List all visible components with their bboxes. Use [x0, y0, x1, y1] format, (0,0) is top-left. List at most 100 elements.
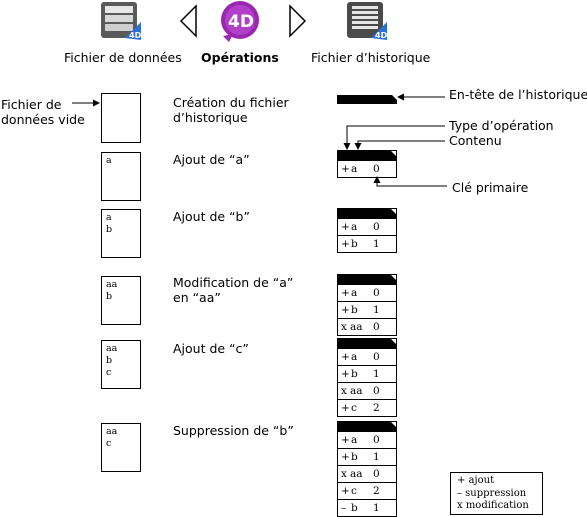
- log-primary-key: 0: [373, 468, 380, 480]
- log-operation-type: x: [341, 468, 347, 480]
- log-primary-key: 1: [373, 502, 380, 514]
- log-operation-type: x: [341, 385, 347, 397]
- data-record: aa: [106, 279, 118, 290]
- log-operation-type: +: [341, 402, 350, 414]
- log-file-label: Fichier d’historique: [311, 50, 431, 65]
- log-primary-key: 0: [373, 287, 380, 299]
- legend: + ajout – suppression x modification: [450, 472, 543, 515]
- data-record: a: [106, 155, 112, 166]
- data-record: b: [106, 355, 113, 366]
- log-operation-type: –: [341, 502, 347, 514]
- log-primary-key: 0: [373, 385, 380, 397]
- log-content: a: [351, 434, 358, 446]
- legend-delete: – suppression: [457, 487, 527, 499]
- operation-label-line: Ajout de “c”: [173, 341, 249, 356]
- log-content: c: [351, 402, 357, 414]
- data-record: b: [106, 224, 113, 235]
- log-operation-type: +: [341, 221, 350, 233]
- operation-label-line: Ajout de “b”: [173, 209, 250, 224]
- log-entry: +a 0: [338, 431, 396, 448]
- log-content: a: [351, 221, 358, 233]
- log-primary-key: 0: [373, 434, 380, 446]
- data-record: aa: [106, 343, 118, 354]
- log-content: aa: [350, 385, 363, 397]
- log-primary-key: 0: [373, 163, 380, 175]
- log-entry: +c 2: [338, 399, 396, 416]
- svg-text:4D: 4D: [228, 12, 254, 32]
- operation-label-line: Modification de “a”: [173, 275, 294, 290]
- log-file-icon[interactable]: 4D: [345, 0, 389, 42]
- log-operation-type: +: [341, 163, 350, 175]
- operation-label: Ajout de “a”: [173, 152, 250, 167]
- operation-label: Ajout de “b”: [173, 209, 250, 224]
- primary-key-callout: Clé primaire: [452, 180, 529, 195]
- data-file-icon[interactable]: 4D: [99, 0, 143, 42]
- data-file-document: a: [101, 152, 141, 201]
- log-operation-type: +: [341, 304, 350, 316]
- operation-type-callout: Type d’opération: [449, 118, 554, 133]
- log-header-bar: [338, 422, 396, 431]
- log-operation-type: +: [341, 368, 350, 380]
- data-record: aa: [106, 426, 118, 437]
- log-entry: +a 0: [338, 218, 396, 235]
- log-entry: +a 0: [338, 348, 396, 365]
- log-header-callout: En-tête de l’historique: [449, 87, 587, 102]
- log-content: c: [351, 485, 357, 497]
- log-entry: +a 0: [338, 284, 396, 301]
- log-header-bar: [337, 95, 397, 104]
- log-content: a: [351, 351, 358, 363]
- operations-4d-icon[interactable]: 4D: [219, 0, 263, 44]
- legend-add: + ajout: [457, 475, 495, 486]
- log-primary-key: 1: [373, 368, 380, 380]
- log-primary-key: 2: [373, 485, 380, 497]
- log-primary-key: 1: [373, 304, 380, 316]
- operation-label-line: Ajout de “a”: [173, 152, 250, 167]
- log-primary-key: 1: [373, 451, 380, 463]
- log-operation-type: +: [341, 434, 350, 446]
- operation-label: Suppression de “b”: [173, 423, 294, 438]
- operation-label-line: d’historique: [173, 110, 248, 125]
- operations-label: Opérations: [201, 50, 279, 65]
- log-entry: +c 2: [338, 482, 396, 499]
- content-callout: Contenu: [449, 133, 502, 148]
- log-content: a: [351, 287, 358, 299]
- log-operation-type: +: [341, 287, 350, 299]
- next-arrow-icon[interactable]: [286, 4, 308, 38]
- data-record: a: [106, 212, 112, 223]
- log-content: b: [351, 304, 358, 316]
- log-operation-type: +: [341, 485, 350, 497]
- log-content: b: [351, 451, 358, 463]
- log-operation-type: +: [341, 351, 350, 363]
- operation-label: Modification de “a”en “aa”: [173, 275, 293, 305]
- log-primary-key: 0: [373, 221, 380, 233]
- log-operation-type: +: [341, 451, 350, 463]
- svg-text:4D: 4D: [375, 31, 388, 40]
- data-record: c: [106, 367, 112, 378]
- operation-label-line: Suppression de “b”: [173, 423, 294, 438]
- log-operation-type: +: [341, 238, 350, 250]
- toolbar: 4D 4D 4D Fichier: [0, 0, 587, 70]
- log-entry: +b 1: [338, 448, 396, 465]
- log-primary-key: 0: [373, 351, 380, 363]
- legend-modify: x modification: [457, 500, 529, 511]
- data-file-document: [101, 93, 141, 143]
- log-content: aa: [350, 321, 363, 333]
- log-primary-key: 1: [373, 238, 380, 250]
- log-primary-key: 2: [373, 402, 380, 414]
- log-header-bar: [338, 275, 396, 284]
- previous-arrow-icon[interactable]: [178, 4, 200, 38]
- log-file-block: [337, 95, 397, 104]
- data-file-label: Fichier de données: [64, 50, 182, 65]
